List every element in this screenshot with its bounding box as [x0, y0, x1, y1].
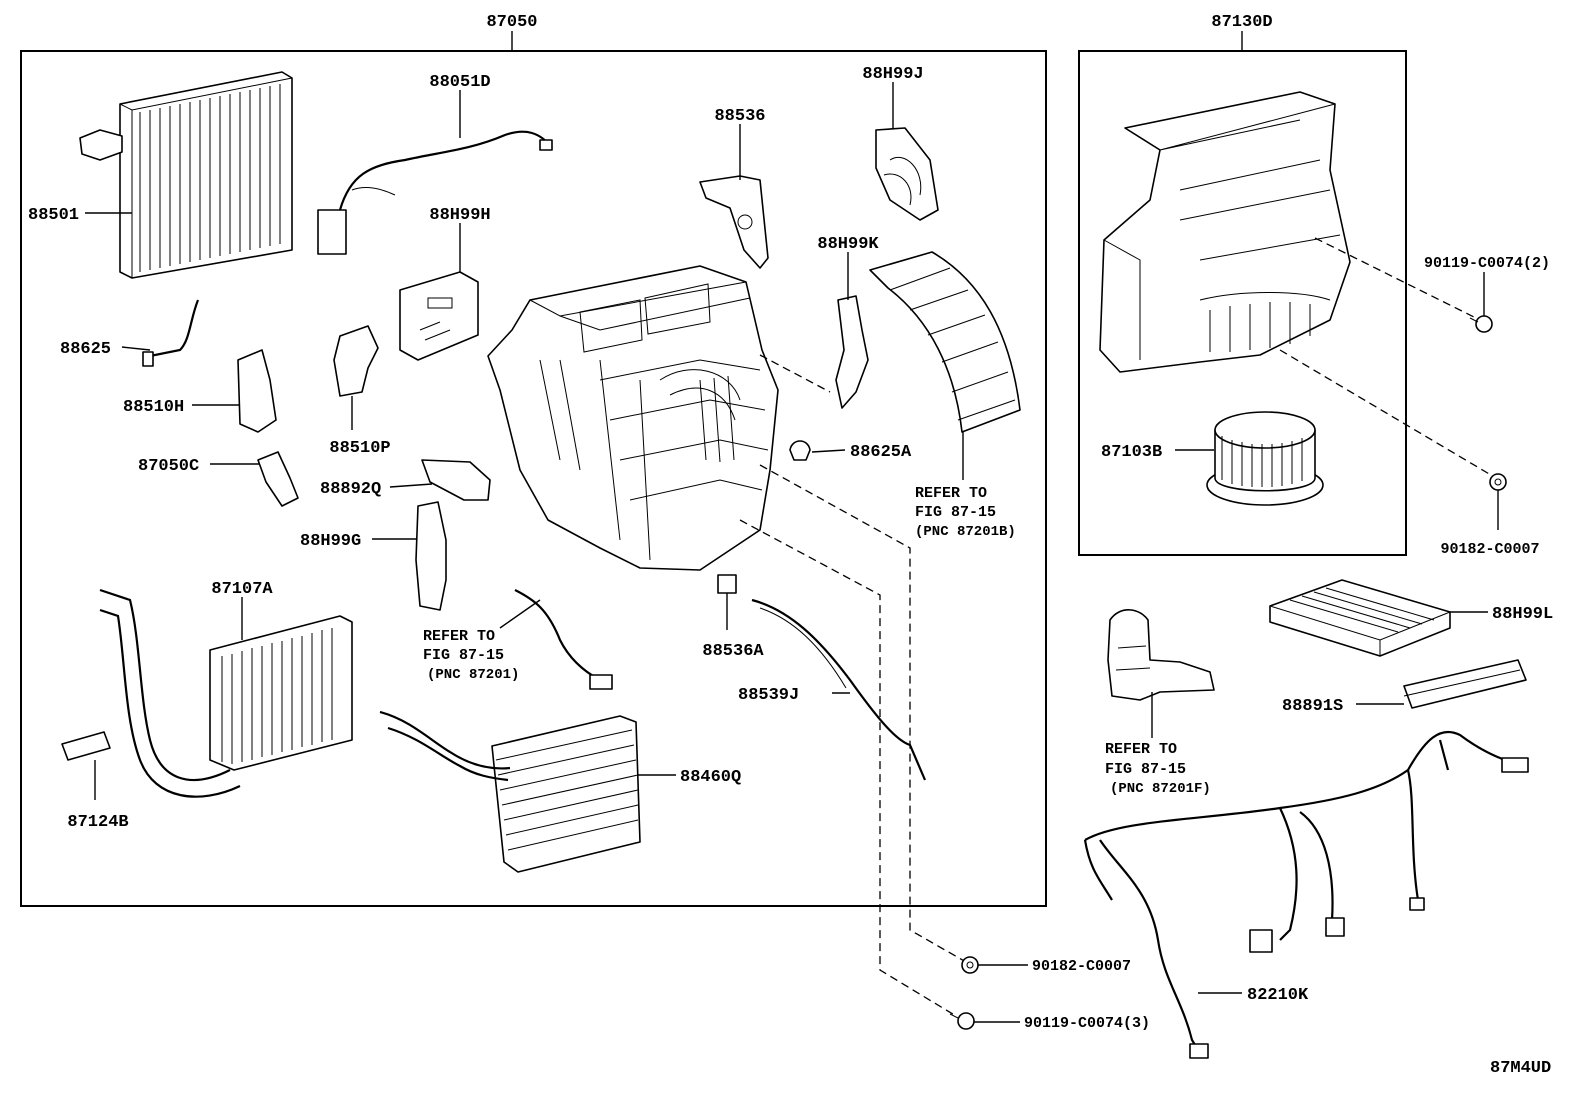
part-88510H-bracket: 88510H — [123, 349, 277, 433]
part-88H99K-link: 88H99K — [817, 235, 879, 409]
part-90119-C0074-2-screw: 90119-C0074(2) — [1314, 237, 1550, 333]
assembly-87130D-label[interactable]: 87130D — [1211, 13, 1272, 32]
part-87050C-clip: 87050C — [138, 451, 299, 507]
part-90182-C0007-lower-label[interactable]: 90182-C0007 — [1032, 958, 1131, 975]
reference-87201F-line1: REFER TO — [1105, 741, 1177, 758]
reference-87201F: REFER TO FIG 87-15 (PNC 87201F) — [1105, 741, 1211, 797]
part-82210K-wire-harness: 82210K — [1083, 730, 1529, 1059]
assembly-87050-label[interactable]: 87050 — [486, 13, 537, 32]
part-90182-C0007-upper-label[interactable]: 90182-C0007 — [1440, 541, 1539, 558]
part-88539J-label[interactable]: 88539J — [738, 686, 799, 705]
part-88051D-harness: 88051D — [317, 73, 553, 255]
part-88H99J-damper-link: 88H99J — [862, 65, 939, 221]
part-88H99H-gasket: 88H99H — [399, 206, 491, 361]
part-87103B-label[interactable]: 87103B — [1101, 443, 1162, 462]
part-90119-C0074-3-screw: 90119-C0074(3) — [739, 519, 1150, 1032]
part-88510P-bracket: 88510P — [329, 325, 391, 458]
part-87124B-label[interactable]: 87124B — [67, 813, 128, 832]
part-90182-C0007-nut-upper: 90182-C0007 — [1279, 349, 1540, 558]
part-88H99J-label[interactable]: 88H99J — [862, 65, 923, 84]
assembly-87130D-frame: 87130D — [1078, 13, 1407, 556]
part-duct-87201B — [869, 251, 1021, 480]
part-87107A-heater-core: 87107A — [99, 580, 353, 798]
part-87107A-label[interactable]: 87107A — [211, 580, 273, 599]
reference-87201F-line2: FIG 87-15 — [1105, 761, 1186, 778]
part-88536A-clip: 88536A — [702, 574, 764, 661]
reference-87201-line3[interactable]: (PNC 87201) — [427, 667, 519, 683]
reference-87201-line2: FIG 87-15 — [423, 647, 504, 664]
assembly-87050-frame: 87050 — [20, 13, 1047, 907]
part-duct-87201F — [1107, 609, 1215, 738]
part-90119-C0074-2-label[interactable]: 90119-C0074(2) — [1424, 255, 1550, 272]
part-87103B-blower-motor: 87103B — [1101, 411, 1324, 506]
blower-unit-housing — [1099, 91, 1351, 373]
part-87124B-pad: 87124B — [61, 731, 129, 832]
part-88H99H-label[interactable]: 88H99H — [429, 206, 490, 225]
part-88625A-sensor: 88625A — [789, 440, 912, 462]
part-88460Q-heater-core: 88460Q — [379, 710, 741, 873]
dashed-leader-unit-88H99K — [759, 354, 831, 393]
reference-87201B: REFER TO FIG 87-15 (PNC 87201B) — [915, 485, 1016, 540]
part-88501-evaporator: 88501 — [28, 71, 293, 279]
part-88510H-label[interactable]: 88510H — [123, 398, 184, 417]
part-88H99L-label[interactable]: 88H99L — [1492, 605, 1553, 624]
part-82210K-label[interactable]: 82210K — [1247, 986, 1309, 1005]
part-88625-label[interactable]: 88625 — [60, 340, 111, 359]
part-90119-C0074-3-label[interactable]: 90119-C0074(3) — [1024, 1015, 1150, 1032]
part-88539J-drain-hose: 88539J — [738, 598, 927, 781]
part-88625A-label[interactable]: 88625A — [850, 443, 912, 462]
part-88H99L-cabin-filter: 88H99L — [1269, 579, 1553, 657]
part-88536-label[interactable]: 88536 — [714, 107, 765, 126]
reference-87201B-line1: REFER TO — [915, 485, 987, 502]
part-87050C-label[interactable]: 87050C — [138, 457, 199, 476]
reference-87201B-line3[interactable]: (PNC 87201B) — [915, 524, 1016, 540]
part-88H99G-label[interactable]: 88H99G — [300, 532, 361, 551]
reference-87201: REFER TO FIG 87-15 (PNC 87201) — [423, 628, 519, 683]
part-88892Q-filter-cover: 88892Q — [320, 459, 491, 501]
part-90182-C0007-nut-lower: 90182-C0007 — [759, 464, 1131, 975]
part-88H99G-link: 88H99G — [300, 501, 447, 611]
part-88536A-label[interactable]: 88536A — [702, 642, 764, 661]
reference-87201-line1: REFER TO — [423, 628, 495, 645]
part-88501-label[interactable]: 88501 — [28, 206, 79, 225]
part-88510P-label[interactable]: 88510P — [329, 439, 390, 458]
part-pipe-87201 — [499, 589, 613, 690]
part-88H99K-label[interactable]: 88H99K — [817, 235, 879, 254]
part-88892Q-label[interactable]: 88892Q — [320, 480, 381, 499]
part-88536-bracket: 88536 — [699, 107, 769, 269]
part-88891S-label[interactable]: 88891S — [1282, 697, 1343, 716]
part-88051D-label[interactable]: 88051D — [429, 73, 490, 92]
part-88460Q-label[interactable]: 88460Q — [680, 768, 741, 787]
reference-87201F-line3[interactable]: (PNC 87201F) — [1110, 781, 1211, 797]
part-88625-sensor-wire: 88625 — [60, 299, 200, 367]
reference-87201B-line2: FIG 87-15 — [915, 504, 996, 521]
diagram-code: 87M4UD — [1490, 1059, 1551, 1078]
hvac-unit-housing — [487, 265, 779, 571]
part-88891S-seal: 88891S — [1282, 659, 1527, 716]
